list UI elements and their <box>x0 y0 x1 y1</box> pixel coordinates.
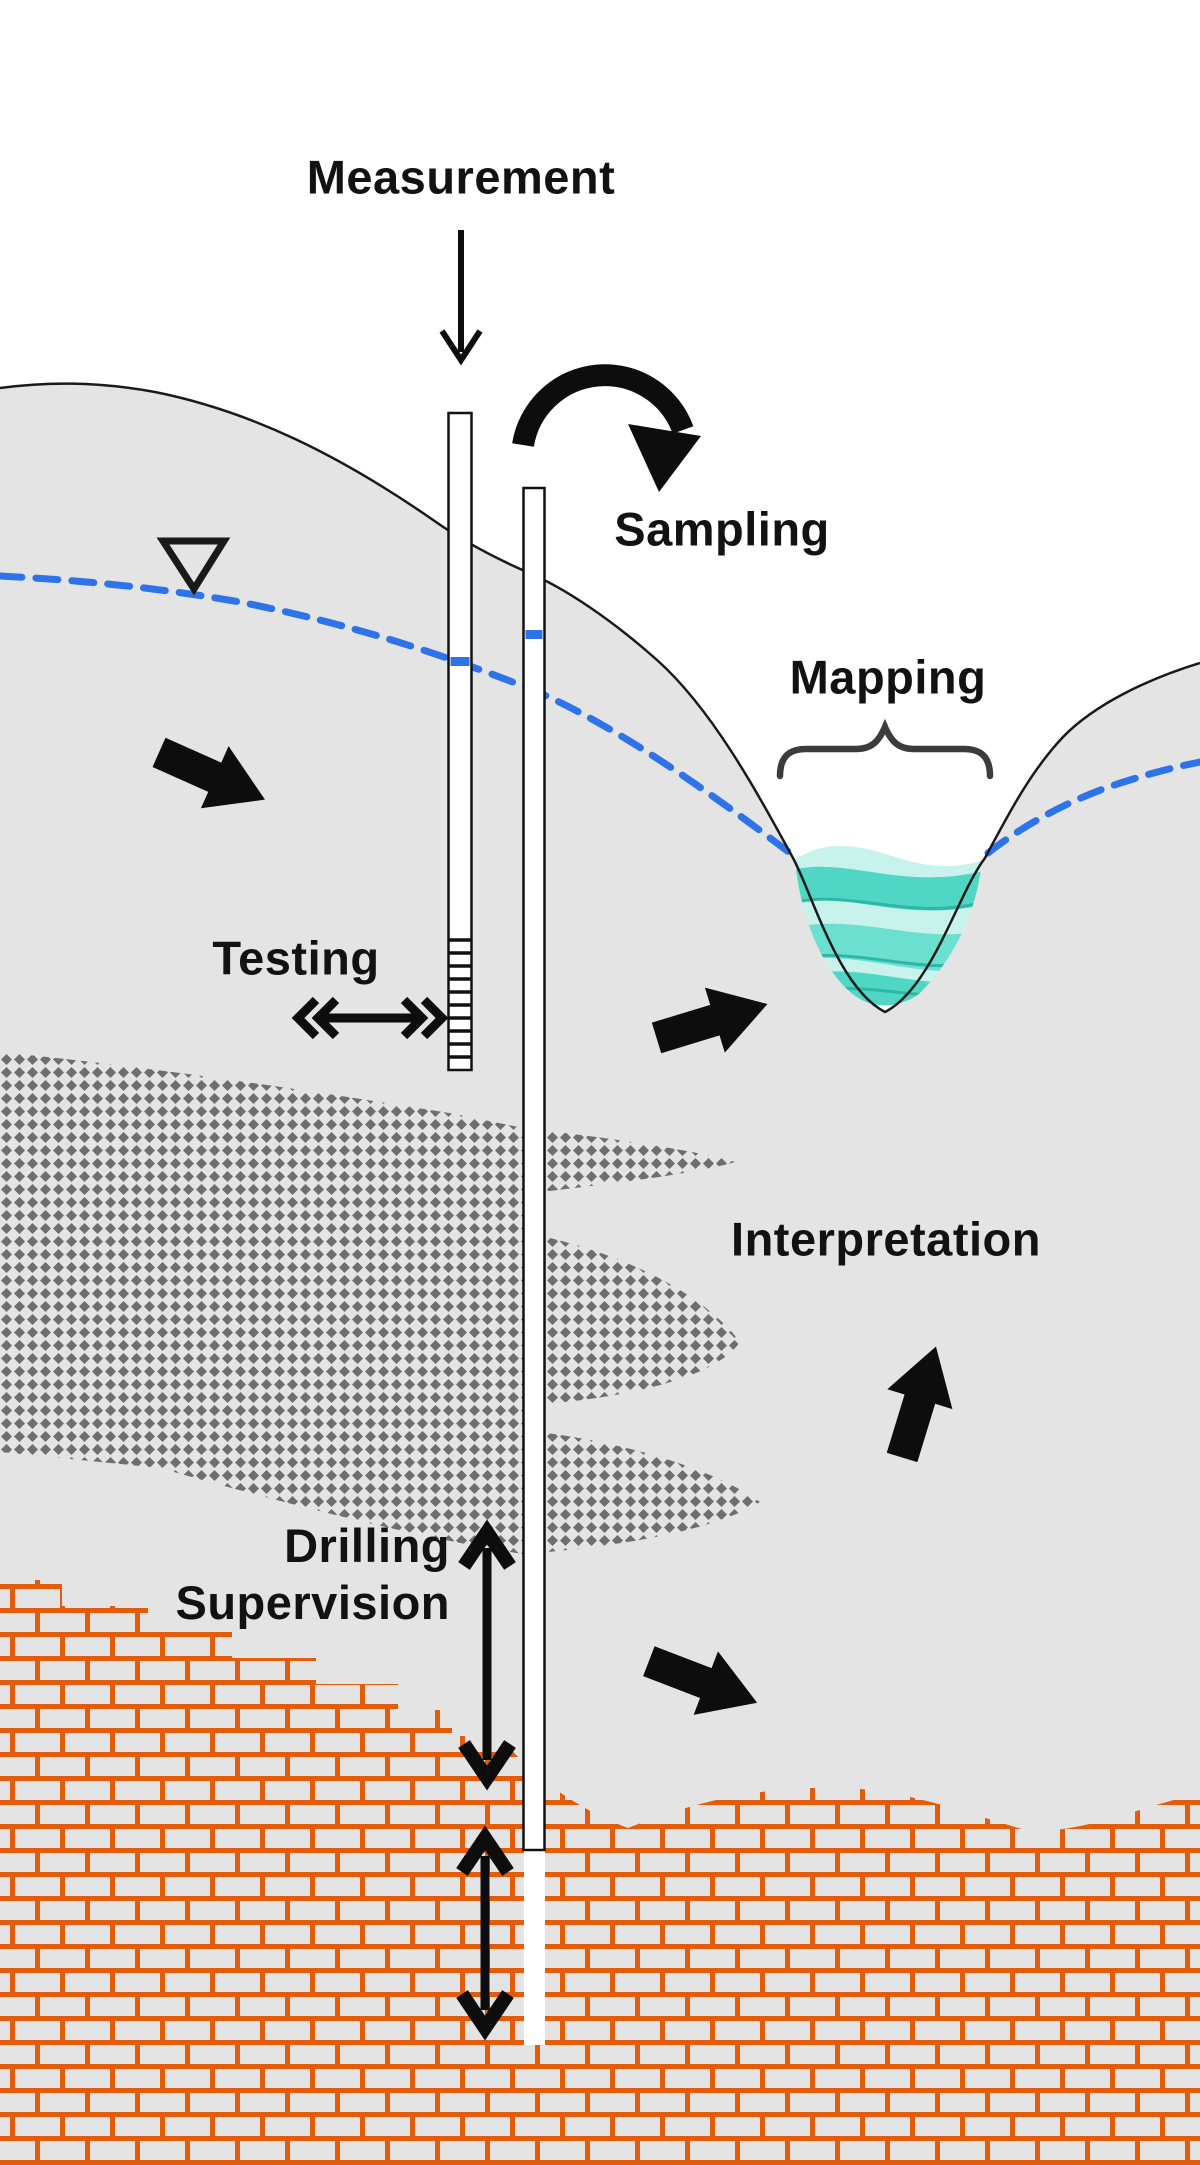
water-table-dashed-line <box>0 572 1200 857</box>
ground-surface-outline <box>0 382 1200 1014</box>
bedrock-brick-area <box>0 1580 1200 2165</box>
drilling-depth-arrow-lower-icon <box>456 1825 514 2041</box>
open-hole-section <box>524 1845 545 2045</box>
mapping-brace-icon <box>776 718 994 780</box>
clay-lens-pattern <box>0 1052 760 1554</box>
testing-extent-arrow-icon <box>291 996 449 1040</box>
label-measurement: Measurement <box>306 150 616 204</box>
borehole-piezometer <box>447 411 473 1072</box>
borehole-water-level-tick <box>525 630 543 639</box>
sampling-rotation-arrow-icon <box>512 364 701 492</box>
label-drilling-supervision: Drilling Supervision <box>175 1517 450 1631</box>
measurement-arrow-icon <box>439 230 483 366</box>
label-interpretation: Interpretation <box>731 1212 1041 1266</box>
label-sampling: Sampling <box>614 502 830 556</box>
label-drilling-line1: Drilling <box>284 1519 450 1572</box>
piezometer-screen <box>448 938 471 1059</box>
piezometer-water-level-tick <box>450 657 470 666</box>
drilling-depth-arrow-upper-icon <box>458 1519 516 1791</box>
label-mapping: Mapping <box>789 650 987 704</box>
label-testing: Testing <box>212 931 380 985</box>
label-drilling-line2: Supervision <box>175 1576 450 1629</box>
borehole-deep-cased <box>522 486 546 2045</box>
water-table-triangle-icon <box>156 537 231 596</box>
